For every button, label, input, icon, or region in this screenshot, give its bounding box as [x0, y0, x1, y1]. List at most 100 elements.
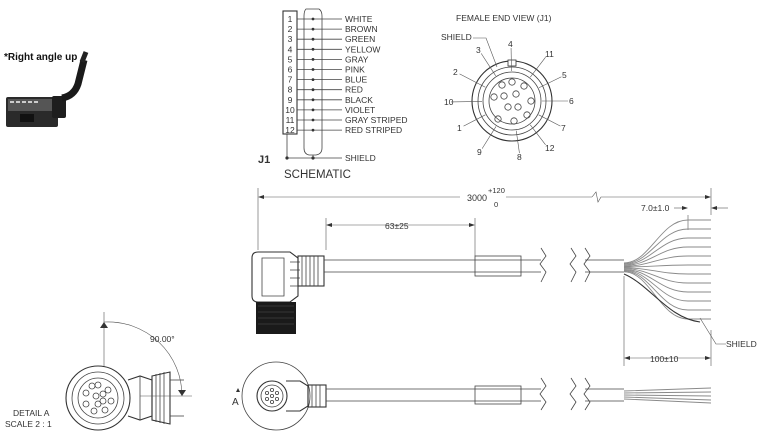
schematic-wire-color: GRAY	[345, 54, 369, 64]
strip-length: 7.0±1.0	[641, 203, 670, 213]
schematic-junction-dot	[311, 88, 315, 92]
schematic-shield-bundle	[303, 8, 323, 156]
bottom-view-pin	[269, 387, 274, 392]
cable-bottom-view: A	[232, 361, 712, 431]
schematic-junction-dot	[311, 98, 315, 102]
photo-caption: *Right angle up	[4, 52, 78, 63]
end-view-pin	[512, 90, 520, 98]
overmold-length: 63±25	[385, 221, 409, 231]
end-view-title: FEMALE END VIEW (J1)	[456, 13, 552, 23]
fanned-wire	[623, 264, 711, 268]
detail-marker: A	[232, 397, 239, 408]
schematic-pin-number: 5	[288, 54, 293, 64]
detail-pin	[88, 382, 96, 390]
end-view-leader	[530, 124, 546, 146]
schematic-shield-label: SHIELD	[345, 153, 376, 163]
fanned-wire	[623, 267, 711, 275]
fanned-wire	[623, 255, 711, 267]
schematic-pin-number: 7	[288, 75, 293, 85]
end-view-pin-label: 8	[517, 152, 522, 162]
detail-title: DETAIL A	[13, 408, 50, 418]
end-view-pin	[520, 82, 528, 90]
end-view-pin	[508, 78, 516, 86]
length-tol-lower: 0	[494, 200, 498, 209]
schematic-wire-color: PINK	[345, 65, 365, 75]
fanned-wire	[623, 268, 711, 284]
schematic-junction-dot	[311, 58, 315, 61]
end-view-pin-label: 2	[453, 67, 458, 77]
detail-pin	[99, 390, 107, 398]
end-view-pin-label: 6	[569, 96, 574, 106]
schematic-wire-color: GRAY STRIPED	[345, 115, 408, 125]
detail-pin	[107, 397, 115, 405]
bottom-view-pin	[274, 396, 279, 401]
fanned-wire	[623, 219, 711, 264]
end-view-pin	[494, 115, 502, 123]
end-view-leader	[459, 73, 486, 88]
schematic-pin-number: 6	[288, 65, 293, 75]
schematic-pin-number: 8	[288, 85, 293, 95]
end-view-pin-label: 11	[545, 49, 554, 59]
schematic-pin-number: 12	[285, 125, 295, 135]
end-view-pin-label: 12	[545, 143, 555, 153]
fanned-wire	[623, 237, 711, 266]
schematic-junction-dot	[311, 17, 315, 21]
schematic-connector-label: J1	[258, 154, 270, 166]
detail-pin	[104, 386, 112, 394]
end-view-pin-label: 7	[561, 123, 566, 133]
bottom-view-pin	[269, 399, 274, 404]
end-view-pin	[498, 81, 506, 89]
fanned-wire	[623, 246, 711, 266]
side-shield-label: SHIELD	[726, 339, 757, 349]
end-view-pin-label: 1	[457, 123, 462, 133]
schematic-junction-dot	[311, 128, 315, 132]
end-view-pin	[510, 117, 518, 125]
end-view-leader	[515, 130, 520, 154]
end-view-leader	[481, 126, 497, 149]
schematic-wire-color: YELLOW	[345, 44, 380, 54]
schematic-pin-block	[282, 10, 298, 135]
schematic-wire-color: BLUE	[345, 75, 368, 85]
fanned-wire	[623, 271, 711, 320]
end-view-pin-label: 10	[444, 97, 454, 107]
detail-pin	[82, 400, 90, 408]
end-view-pin	[490, 93, 498, 101]
schematic-pin-number: 2	[288, 24, 293, 34]
schematic-wire-color: VIOLET	[345, 105, 375, 115]
schematic-junction-dot	[311, 118, 315, 122]
schematic-pin-number: 9	[288, 95, 293, 105]
jacket-strip-length: 100±10	[650, 354, 679, 364]
end-view-pin	[527, 97, 535, 105]
schematic-junction-dot	[311, 27, 315, 31]
detail-pin	[94, 381, 102, 389]
schematic-junction-dot	[311, 78, 315, 81]
schematic-pin-number: 10	[285, 105, 295, 115]
schematic-wire-color: BLACK	[345, 95, 373, 105]
cable-side-view: 3000 +120 0 7.0±1.0 63±25	[251, 186, 757, 366]
fanned-wire	[623, 269, 711, 302]
detail-pin	[101, 406, 109, 414]
detail-scale: SCALE 2 : 1	[5, 419, 52, 429]
end-view-pin	[504, 103, 512, 111]
length-main: 3000	[467, 193, 487, 203]
detail-pin	[92, 392, 100, 400]
end-view-pin-label: 3	[476, 45, 481, 55]
schematic-wire-color: GREEN	[345, 34, 375, 44]
end-view-leader	[463, 114, 486, 127]
schematic-wire-color: WHITE	[345, 14, 373, 24]
end-view-leader	[480, 53, 496, 76]
detail-pin	[82, 389, 90, 397]
schematic-pin-number: 3	[288, 34, 293, 44]
drain-wire	[623, 273, 701, 323]
detail-pin	[94, 400, 102, 408]
detail-a: 90.00° DETAIL A SCALE 2 : 1	[5, 312, 192, 431]
bottom-view-pin	[264, 390, 269, 395]
bottom-view-pin	[269, 393, 274, 398]
schematic-junction-dot	[311, 108, 315, 112]
schematic-pin-number: 1	[288, 14, 293, 24]
end-view-leader	[538, 76, 562, 89]
end-view-leader	[538, 114, 561, 127]
length-tol-upper: +120	[488, 186, 505, 195]
detail-angle: 90.00°	[150, 334, 175, 344]
